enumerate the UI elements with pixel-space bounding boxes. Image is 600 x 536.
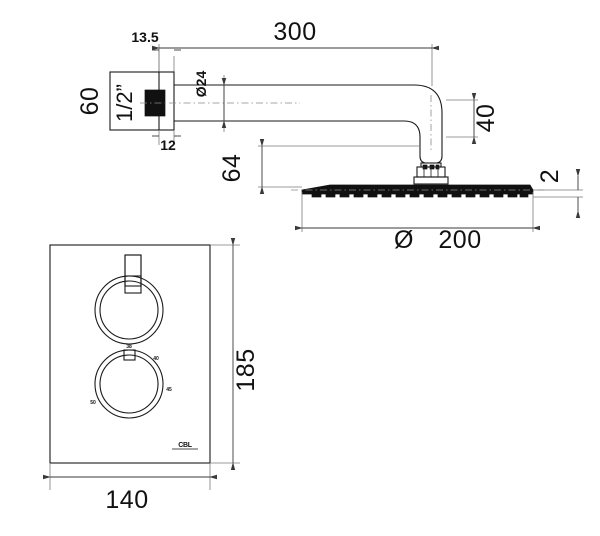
shower-arm-elbow [403,84,443,150]
dimension-label-head-thickness: 2 [536,169,564,183]
brand-logo: CBL [172,442,198,450]
temperature-tick-38: 38 [126,344,132,350]
dimension-arm-diameter: Ø24 [193,71,227,132]
diverter-handle-knob[interactable] [94,254,164,345]
dimension-label-plate-height: 185 [232,348,260,391]
temperature-tick-45: 45 [166,387,172,393]
dimension-label-head-diameter: 200 [438,226,481,254]
dimension-label-wall-plate-offset: 13.5 [131,29,158,45]
shower-head-nozzle-row [311,193,529,198]
dimension-label-plate-width: 140 [105,486,148,514]
round-rain-shower-head [291,184,545,198]
dimension-wall-plate-offset: 13.5 [131,29,181,72]
dimension-plate-width: 140 [42,463,218,514]
dimension-plate-height: 185 [210,237,260,471]
dimension-label-wall-plate-height: 60 [76,87,104,116]
dimension-label-wall-plate-thickness: 12 [160,137,176,153]
shower-arm-tube [140,84,414,122]
dimension-arm-length: 300 [151,18,440,86]
dimension-head-thickness: 2 [533,169,583,219]
dimension-head-diameter: Ø 200 [294,192,541,254]
dimension-head-drop: 64 [218,138,420,195]
shower-head-body [301,184,534,195]
dimension-label-head-diameter-symbol: Ø [394,226,414,254]
wall-mount-flange: 1/2” 60 12 [76,71,181,153]
dimension-label-arm-diameter: Ø24 [193,71,209,98]
thermostatic-valve-plate-assembly: 38 40 45 50 CBL 185 140 [42,237,260,514]
shower-arm-assembly: 300 13.5 1/2” 60 12 [76,18,583,254]
shower-head-ball-joint [413,146,449,185]
temperature-tick-40: 40 [153,356,159,362]
dimension-elbow-drop: 40 [446,92,500,145]
dimension-label-arm-length: 300 [273,18,316,46]
brand-logo-text: CBL [178,442,193,449]
dimension-label-head-drop: 64 [218,154,246,183]
dimension-label-elbow-drop: 40 [472,104,500,133]
valve-face-plate [49,244,211,464]
temperature-tick-50: 50 [90,400,96,406]
thermostatic-temperature-knob[interactable]: 38 40 45 50 [90,344,172,419]
label-inlet-thread-size: 1/2” [112,84,137,122]
